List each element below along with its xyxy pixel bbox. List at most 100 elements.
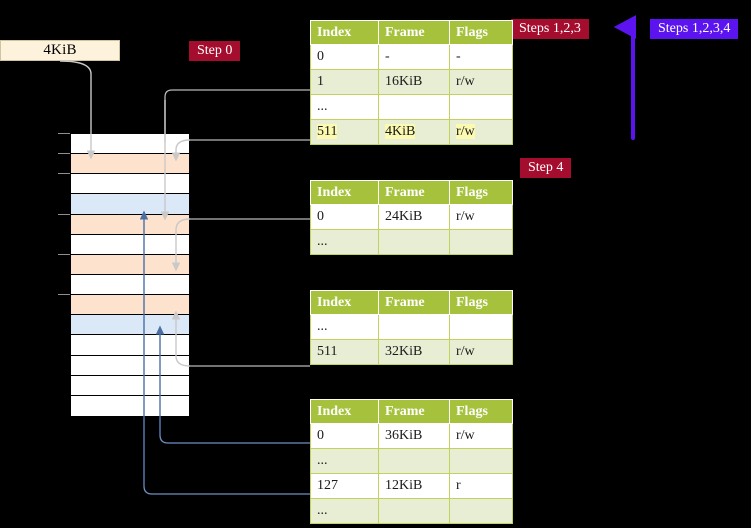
- memory-frame-row: [71, 254, 189, 275]
- table-row: ...: [310, 448, 513, 474]
- cell-index: 0: [310, 423, 379, 449]
- column-header-index: Index: [310, 290, 379, 315]
- cell-index: ...: [310, 448, 379, 474]
- cell-flags: [449, 314, 513, 340]
- wire-pt-idx0: [159, 418, 310, 444]
- table-row: ...: [310, 314, 513, 340]
- cell-frame: [378, 229, 450, 255]
- cell-flags: [449, 498, 513, 524]
- cell-index: 511: [310, 119, 379, 145]
- memory-frame-row: [71, 295, 189, 316]
- cell-frame: 32KiB: [378, 339, 450, 365]
- memory-frame-row: [71, 154, 189, 175]
- memory-tick: [58, 214, 70, 215]
- wire-pt-idx127: [143, 418, 310, 495]
- cell-index: ...: [310, 94, 379, 120]
- cell-index: 511: [310, 339, 379, 365]
- cell-flags: r/w: [449, 204, 513, 230]
- column-header-flags: Flags: [449, 290, 513, 315]
- memory-tick: [58, 254, 70, 255]
- cell-index: ...: [310, 314, 379, 340]
- memory-tick: [58, 153, 70, 154]
- memory-frame-row: [71, 134, 189, 155]
- table-header-row: Index Frame Flags: [310, 290, 513, 315]
- cell-frame: [378, 94, 450, 120]
- memory-frame-row: [71, 375, 189, 396]
- cell-index: 0: [310, 44, 379, 70]
- column-header-index: Index: [310, 20, 379, 45]
- table-row: ...: [310, 94, 513, 120]
- steps-1234-badge: Steps 1,2,3,4: [650, 19, 739, 39]
- memory-tick: [58, 133, 70, 134]
- memory-tick: [58, 294, 70, 295]
- table-row: ...: [310, 229, 513, 255]
- column-header-frame: Frame: [378, 399, 450, 424]
- cell-frame: 36KiB: [378, 423, 450, 449]
- cell-flags: r/w: [449, 69, 513, 95]
- cell-frame: 24KiB: [378, 204, 450, 230]
- column-header-flags: Flags: [449, 20, 513, 45]
- cell-flags: r/w: [449, 423, 513, 449]
- memory-frame-row: [71, 234, 189, 255]
- cell-frame: [378, 448, 450, 474]
- cell-frame: 12KiB: [378, 473, 450, 499]
- memory-frame-row: [71, 214, 189, 235]
- cell-frame: [378, 314, 450, 340]
- wire-steps-1234-loop: [613, 15, 637, 140]
- physical-memory-grid: [70, 133, 190, 416]
- column-header-flags: Flags: [449, 399, 513, 424]
- table-header-row: Index Frame Flags: [310, 20, 513, 45]
- table-header-row: Index Frame Flags: [310, 180, 513, 205]
- cell-frame: -: [378, 44, 450, 70]
- cell-flags: [449, 229, 513, 255]
- cell-frame: [378, 498, 450, 524]
- memory-frame-row: [71, 355, 189, 376]
- cell-index: 127: [310, 473, 379, 499]
- cell-flags: -: [449, 44, 513, 70]
- cell-frame: 4KiB: [378, 119, 450, 145]
- cell-flags: r: [449, 473, 513, 499]
- cell-index: ...: [310, 229, 379, 255]
- column-header-index: Index: [310, 399, 379, 424]
- column-header-flags: Flags: [449, 180, 513, 205]
- step-0-badge: Step 0: [189, 41, 241, 61]
- memory-frame-row: [71, 274, 189, 296]
- memory-frame-row: [71, 315, 189, 336]
- column-header-frame: Frame: [378, 180, 450, 205]
- column-header-index: Index: [310, 180, 379, 205]
- steps-123-badge: Steps 1,2,3: [511, 19, 589, 39]
- column-header-frame: Frame: [378, 290, 450, 315]
- memory-frame-row: [71, 174, 189, 195]
- cell-index: 0: [310, 204, 379, 230]
- cell-flags: [449, 94, 513, 120]
- cell-frame: 16KiB: [378, 69, 450, 95]
- column-header-frame: Frame: [378, 20, 450, 45]
- cell-flags: r/w: [449, 119, 513, 145]
- memory-frame-row: [71, 395, 189, 416]
- table-header-row: Index Frame Flags: [310, 399, 513, 424]
- step-4-badge: Step 4: [520, 158, 572, 178]
- memory-frame-row: [71, 335, 189, 356]
- table-row: 0--: [310, 44, 513, 70]
- cell-index: 1: [310, 69, 379, 95]
- frame-size-label: 4KiB: [0, 40, 120, 61]
- cell-index: ...: [310, 498, 379, 524]
- cell-flags: r/w: [449, 339, 513, 365]
- memory-tick: [58, 173, 70, 174]
- table-row: ...: [310, 498, 513, 524]
